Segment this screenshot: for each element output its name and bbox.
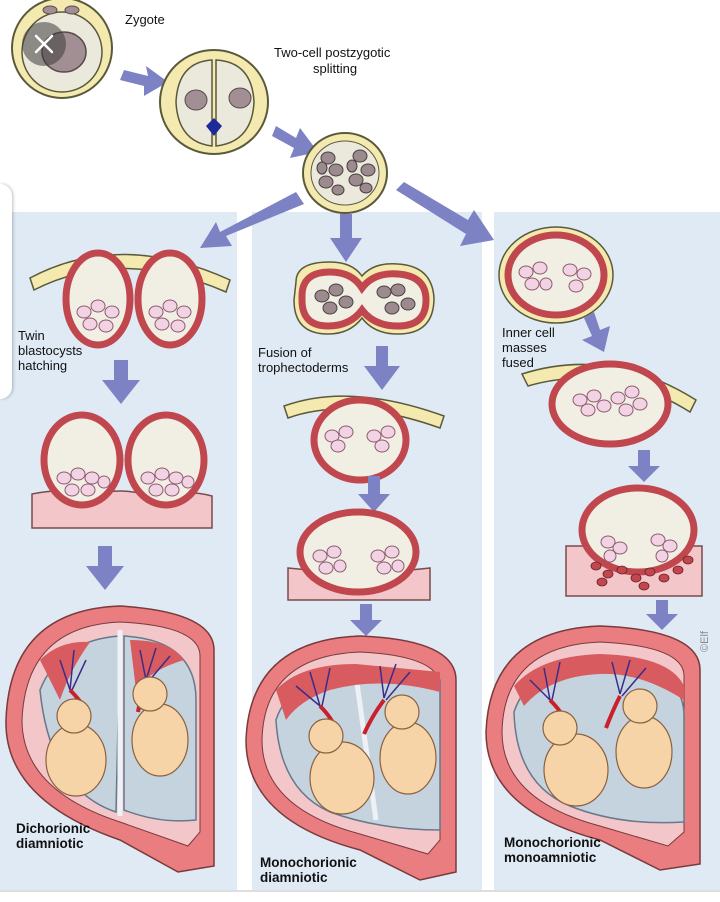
close-button[interactable] [22, 22, 66, 66]
label-inner-line2: masses [502, 340, 547, 355]
arrow-down-icon [86, 546, 124, 590]
label-dichorionic-line1: Dichorionic [16, 821, 91, 836]
label-two-cell-line2: splitting [313, 61, 358, 76]
close-icon [34, 34, 54, 54]
fused-inner-cell-mass [520, 360, 697, 448]
label-two-cell-line1: Two-cell postzygotic [274, 45, 391, 60]
label-twin-line2: blastocysts [18, 343, 83, 358]
label-twin-line1: Twin [18, 328, 45, 343]
arrow-right-branch-icon [396, 182, 494, 246]
divider [0, 890, 720, 892]
arrow-down-icon [364, 346, 400, 390]
label-zygote: Zygote [125, 12, 165, 27]
label-inner-line1: Inner cell [502, 325, 555, 340]
label-fusion-line1: Fusion of [258, 345, 312, 360]
split-morula [302, 132, 388, 214]
right-blastocyst [498, 226, 614, 324]
arrow-left-branch-icon [200, 192, 304, 248]
uterus-monochorionic-diamniotic [245, 635, 457, 881]
arrow-middle-branch-icon [330, 214, 362, 262]
twin-blastocysts [29, 249, 231, 349]
arrow-down-icon [628, 450, 660, 482]
side-drawer-handle[interactable] [0, 184, 12, 399]
label-mono-di-line1: Monochorionic [260, 855, 357, 870]
middle-blastocyst-hatching [283, 395, 445, 484]
arrow-down-icon [358, 476, 390, 512]
uterus-monochorionic-monoamniotic [485, 625, 701, 871]
arrow-down-icon [350, 604, 382, 636]
two-cell-stage [159, 49, 269, 155]
uterus-dichorionic [5, 605, 215, 873]
middle-implantation [287, 508, 431, 601]
arrow-icon [272, 126, 318, 158]
fused-trophectoderm [293, 261, 435, 335]
label-inner-line3: fused [502, 355, 534, 370]
arrow-down-icon [582, 312, 610, 352]
right-implantation [565, 484, 703, 597]
twin-implantation [31, 411, 213, 529]
label-mono-mono-line1: Monochorionic [504, 835, 601, 850]
label-mono-di-line2: diamniotic [260, 870, 328, 885]
arrow-icon [120, 66, 168, 96]
label-mono-mono-line2: monoamniotic [504, 850, 597, 865]
label-fusion-line2: trophectoderms [258, 360, 349, 375]
watermark-text: ©Elf [699, 630, 711, 652]
label-dichorionic-line2: diamniotic [16, 836, 84, 851]
label-twin-line3: hatching [18, 358, 68, 373]
arrow-down-icon [102, 360, 140, 404]
arrow-down-icon [646, 600, 678, 630]
